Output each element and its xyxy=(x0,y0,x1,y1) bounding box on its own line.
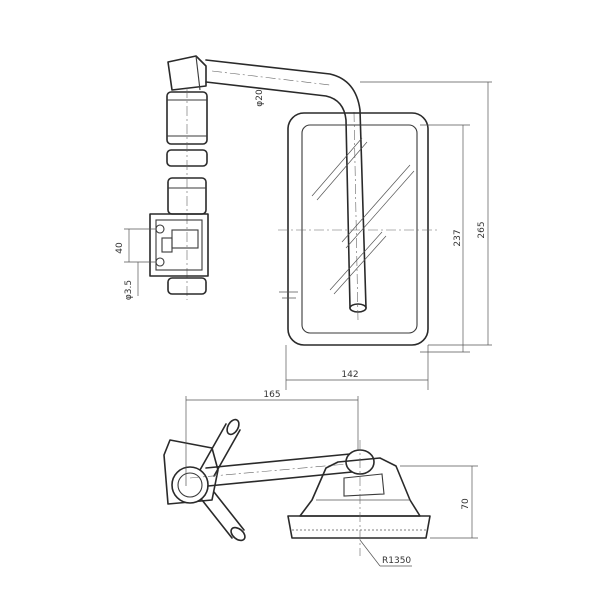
dim-glass-height: 237 xyxy=(453,229,463,246)
dim-mirror-radius: R1350 xyxy=(382,556,411,566)
dim-mirror-width: 142 xyxy=(341,370,358,380)
front-arm xyxy=(167,55,367,321)
dim-arm-reach: 165 xyxy=(263,390,280,400)
side-view xyxy=(163,418,431,556)
mount-bracket xyxy=(124,213,209,296)
mirror-dimensions xyxy=(285,81,492,390)
dim-head-depth: 70 xyxy=(461,498,471,510)
dim-pipe-diameter: φ20 xyxy=(255,89,265,107)
dim-hole-diameter: φ3.5 xyxy=(124,280,134,300)
clamp-tubes xyxy=(166,88,208,300)
dim-mount-height: 40 xyxy=(115,242,125,254)
front-mirror xyxy=(278,112,438,346)
side-dimensions xyxy=(185,396,478,567)
dim-mirror-height: 265 xyxy=(477,221,487,238)
